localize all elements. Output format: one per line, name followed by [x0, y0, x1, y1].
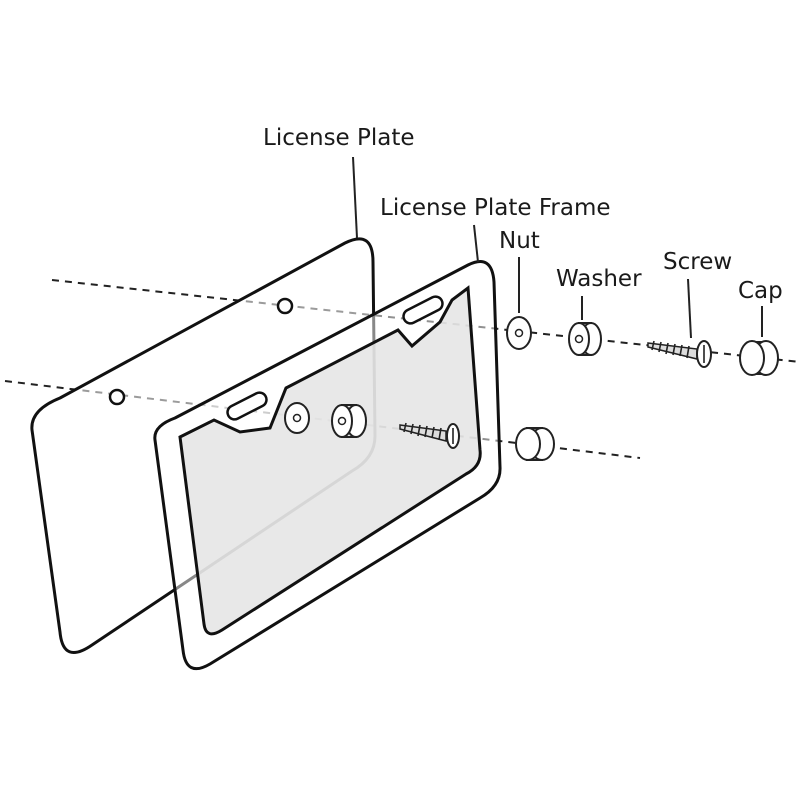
- frame-slot-lower: [226, 391, 268, 421]
- washer-part: [568, 322, 602, 356]
- lower-hardware: [284, 402, 555, 461]
- label-screw: Screw: [663, 249, 732, 275]
- upper-hardware: [506, 316, 779, 376]
- leader-license-plate: [352, 156, 358, 239]
- label-cap: Cap: [738, 278, 783, 304]
- screw-part: [647, 340, 712, 368]
- label-license-plate: License Plate: [263, 125, 415, 151]
- label-nut: Nut: [499, 228, 540, 254]
- leader-lines: [352, 156, 763, 339]
- lower-nut: [284, 402, 310, 434]
- labels: License Plate License Plate Frame Nut Wa…: [263, 125, 783, 304]
- frame-window: [178, 285, 482, 636]
- frame-slot-upper: [402, 295, 444, 325]
- license-plate-frame: [153, 260, 502, 671]
- cap-part: [739, 340, 779, 376]
- lower-screw: [399, 422, 460, 449]
- lower-washer: [331, 404, 367, 438]
- plate-hole-lower: [108, 388, 126, 406]
- lower-cap: [515, 427, 555, 461]
- label-washer: Washer: [556, 266, 642, 292]
- leader-screw: [687, 278, 692, 339]
- plate-hole-upper: [276, 297, 294, 315]
- nut-part: [506, 316, 532, 350]
- label-license-plate-frame: License Plate Frame: [380, 195, 611, 221]
- leader-license-plate-frame: [473, 224, 479, 263]
